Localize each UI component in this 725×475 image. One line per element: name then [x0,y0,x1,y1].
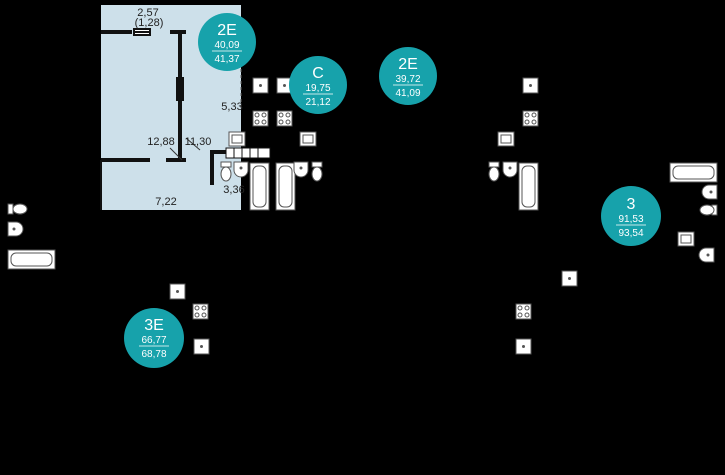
apartment-type-label: С [312,65,324,82]
room-area-label: 7,22 [155,196,176,208]
stove-icon [522,110,539,127]
bathtub-icon [669,162,718,183]
total-area-label: 21,12 [305,97,330,108]
basin-icon [701,184,718,200]
toilet-icon [488,161,500,182]
basin-icon [233,161,249,178]
sink-icon [252,77,269,94]
stove-icon [515,303,532,320]
room-area-label: 11,30 [185,136,212,148]
sink-icon [193,338,210,355]
sink-icon [515,338,532,355]
washbasin-icon [228,131,246,147]
basin-icon [698,247,715,263]
apartment-badge[interactable]: 2E 40,09 41,37 [198,13,256,71]
living-area-label: 39,72 [395,74,420,85]
washbasin-icon [677,231,695,247]
toilet-icon [699,204,718,216]
basin-icon [7,221,24,237]
apartment-badge[interactable]: 3 91,53 93,54 [601,186,661,246]
total-area-label: 68,78 [141,349,166,360]
kitchen-zone-outline [212,49,242,110]
window-segments [100,28,184,210]
apartment-type-label: 3E [144,317,164,334]
total-area-label: 41,37 [214,54,239,65]
sink-icon [169,283,186,300]
toilet-icon [220,161,232,182]
toilet-icon [7,203,28,215]
apartment-type-label: 2E [398,56,418,73]
apartment-type-label: 3 [627,196,636,213]
living-area-label: 66,77 [141,335,166,346]
room-area-label: 12,88 [147,136,175,148]
apartment-badge[interactable]: С 19,75 21,12 [289,56,347,114]
walls [101,30,270,185]
apartment-badge[interactable]: 3E 66,77 68,78 [124,308,184,368]
bathtub-icon [7,249,56,270]
basin-icon [502,161,518,178]
sink-icon [561,270,578,287]
living-area-label: 40,09 [214,40,239,51]
bathtub-icon [275,162,296,211]
sink-icon [522,77,539,94]
toilet-icon [311,161,323,182]
stove-icon [276,110,293,127]
living-area-label: 19,75 [305,83,330,94]
railing [225,147,271,159]
basin-icon [293,161,309,178]
door-swing [185,137,201,151]
washbasin-icon [497,131,515,147]
bathtub-icon [518,162,539,211]
apartment-type-label: 2E [217,22,237,39]
balcony-area-label: 2,57 [137,7,158,19]
room-area-label: 5,33 [221,101,242,113]
washbasin-icon [299,131,317,147]
apartment-badge[interactable]: 2E 39,72 41,09 [379,47,437,105]
living-area-label: 91,53 [618,214,643,225]
bathtub-icon [249,162,270,211]
total-area-label: 41,09 [395,88,420,99]
stove-icon [252,110,269,127]
room-area-label: 3,36 [223,184,244,196]
door-swing [169,147,183,161]
balcony-reduced-area-label: (1,28) [135,17,164,29]
stove-icon [192,303,209,320]
total-area-label: 93,54 [618,228,643,239]
